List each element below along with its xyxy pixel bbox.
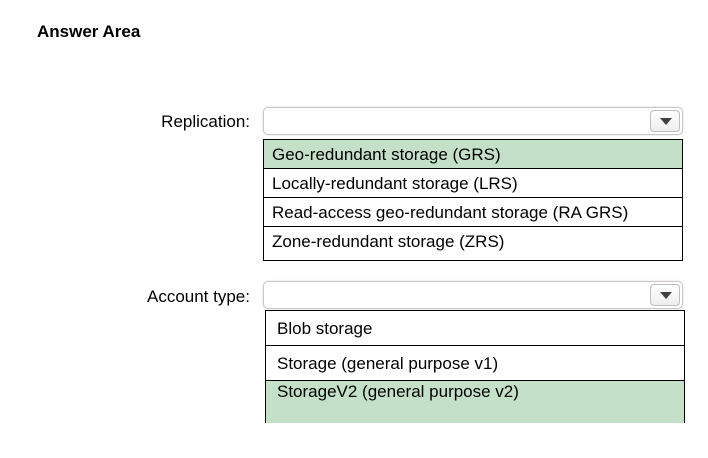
replication-option-lrs[interactable]: Locally-redundant storage (LRS) (264, 169, 682, 198)
account-type-option-v2[interactable]: StorageV2 (general purpose v2) (266, 381, 684, 423)
account-type-dropdown[interactable] (263, 281, 683, 309)
replication-option-grs[interactable]: Geo-redundant storage (GRS) (264, 140, 682, 169)
chevron-down-icon (660, 292, 672, 299)
account-type-label: Account type: (146, 287, 250, 306)
account-type-options-list: Blob storage Storage (general purpose v1… (265, 310, 685, 423)
replication-label: Replication: (161, 112, 250, 131)
account-type-option-v1[interactable]: Storage (general purpose v1) (266, 346, 684, 381)
replication-option-ragrs[interactable]: Read-access geo-redundant storage (RA GR… (264, 198, 682, 227)
account-type-dropdown-button[interactable] (650, 284, 680, 306)
replication-dropdown[interactable] (263, 107, 683, 135)
account-type-option-blob[interactable]: Blob storage (266, 311, 684, 346)
chevron-down-icon (660, 118, 672, 125)
replication-options-list: Geo-redundant storage (GRS) Locally-redu… (263, 139, 683, 261)
replication-option-zrs[interactable]: Zone-redundant storage (ZRS) (272, 232, 505, 251)
page-title: Answer Area (37, 22, 141, 41)
replication-dropdown-button[interactable] (650, 110, 680, 132)
